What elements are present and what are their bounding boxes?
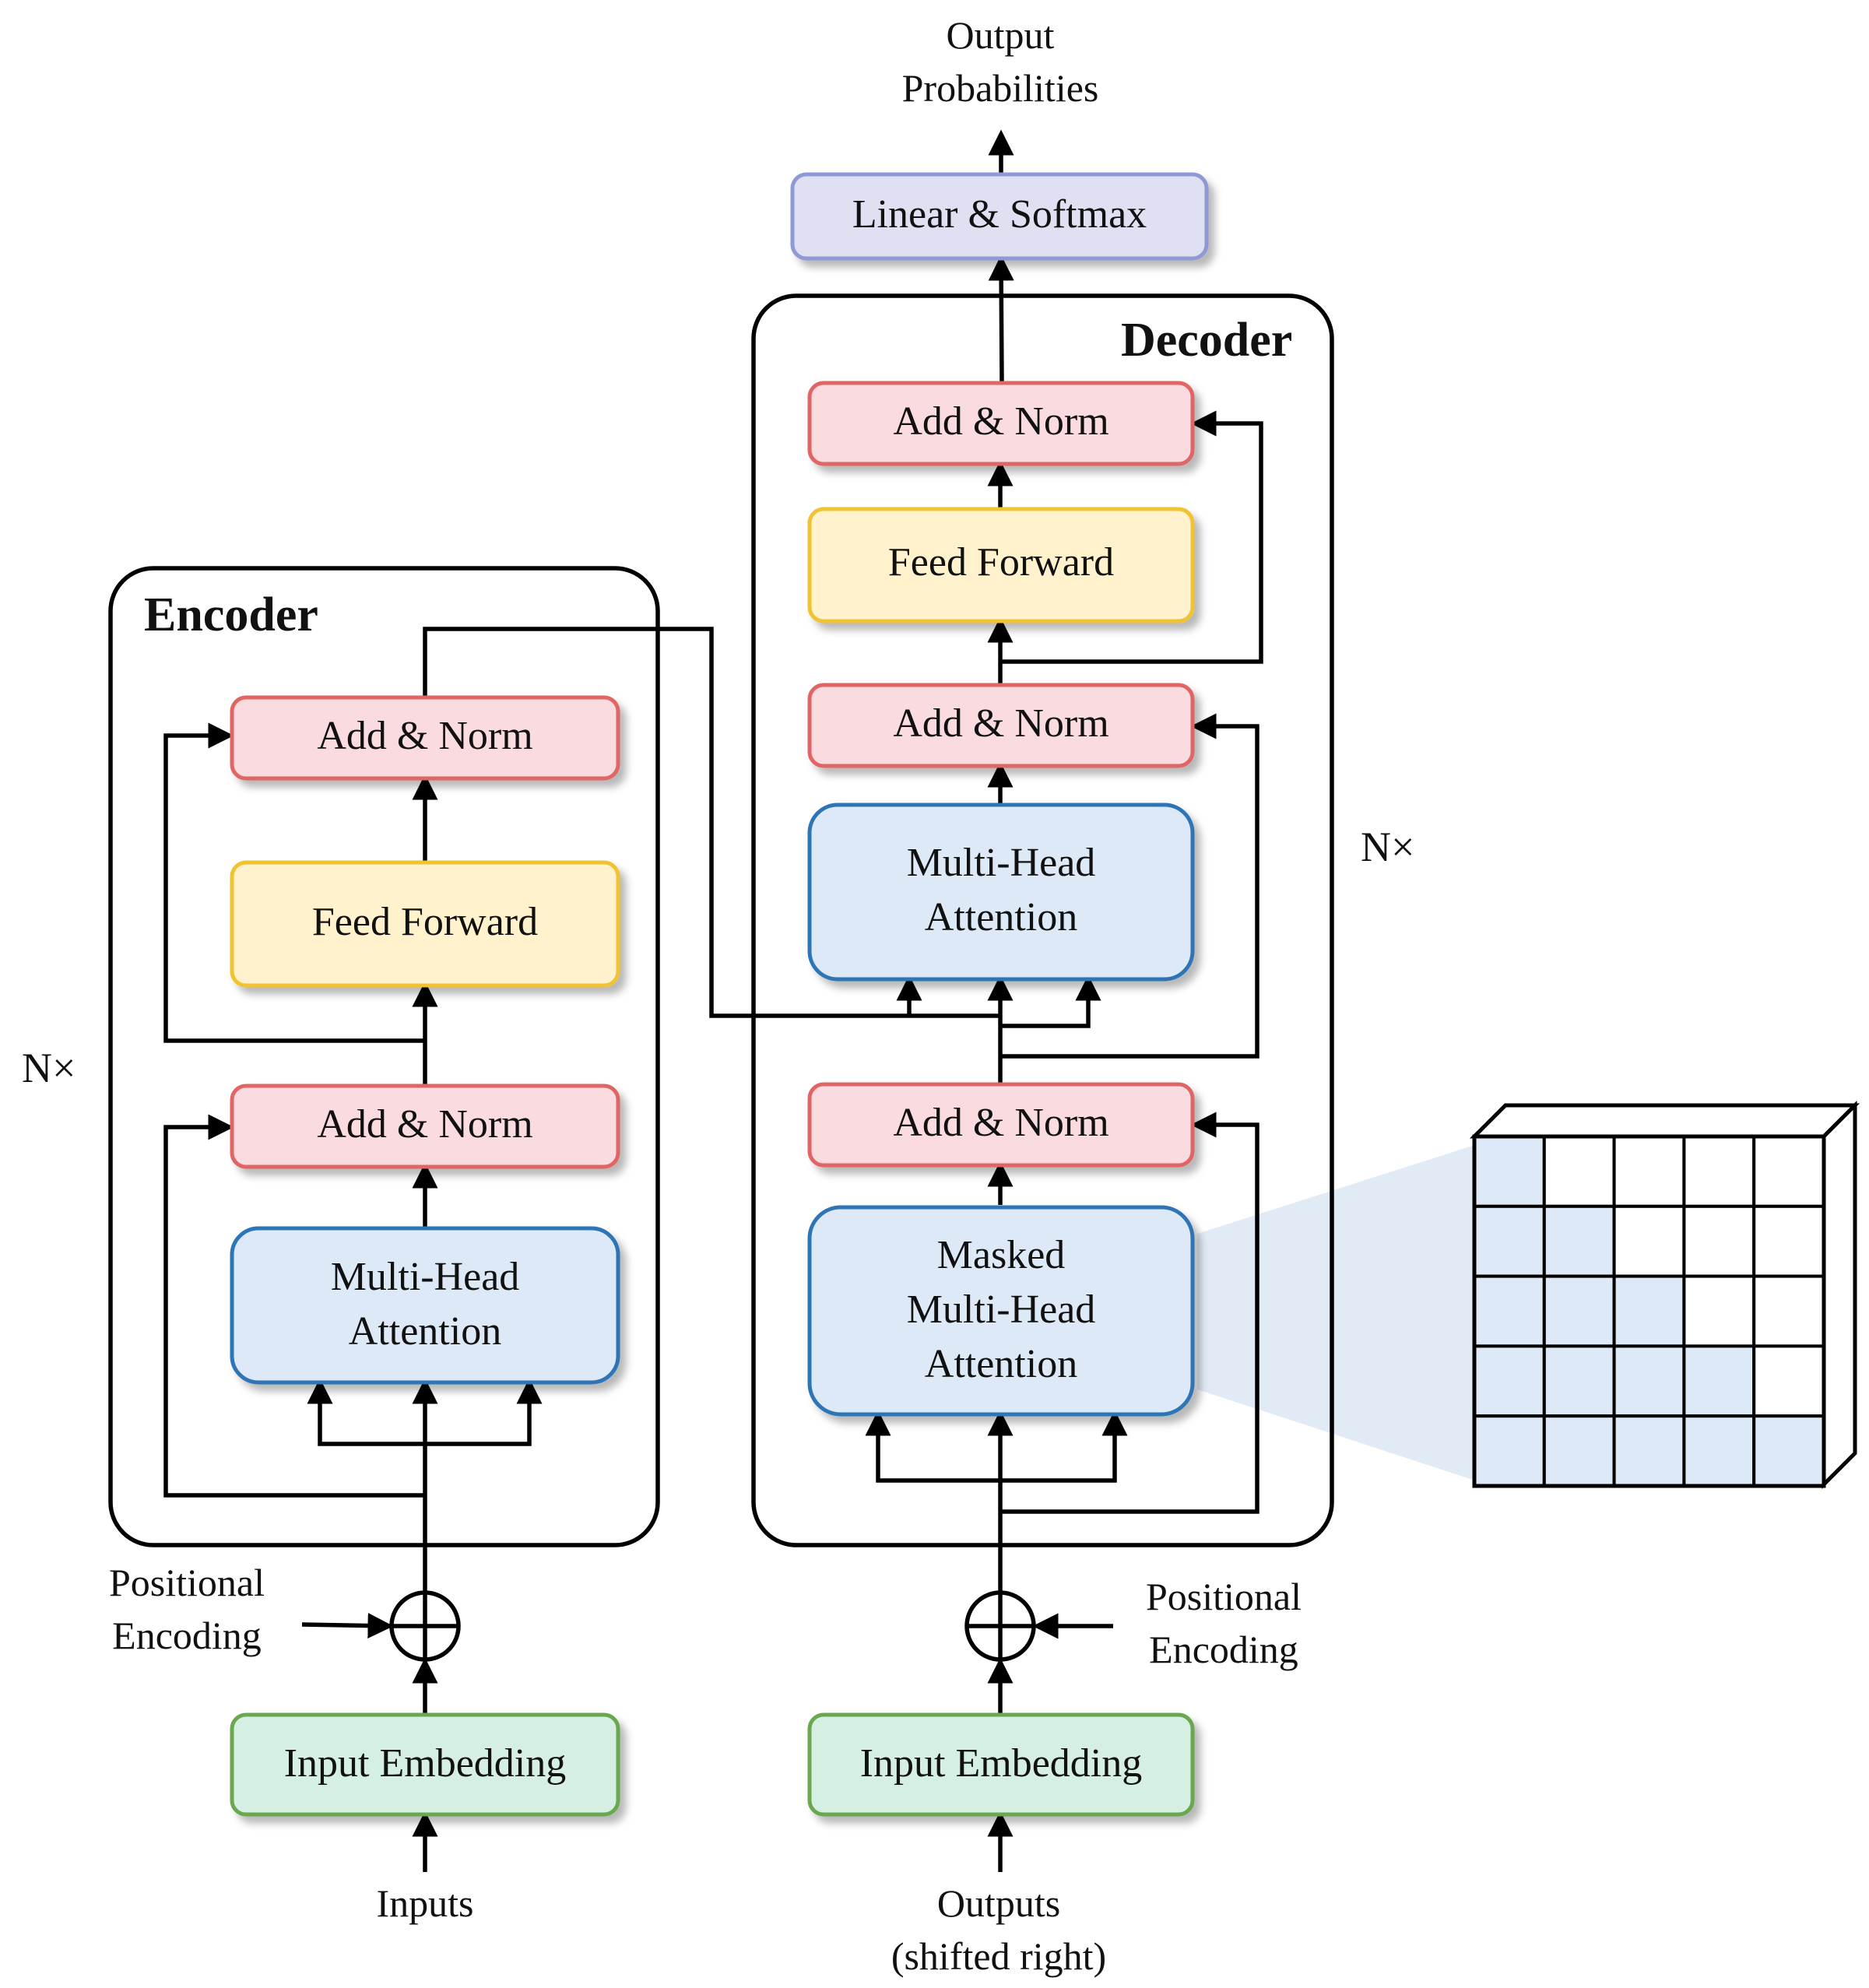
mask-cell-visible [1542, 1414, 1616, 1487]
mask-cell-visible [1542, 1274, 1616, 1348]
mask-cell-blocked [1682, 1204, 1756, 1278]
decoder-repeat-label: N× [1361, 824, 1414, 870]
output-probabilities-label-line2: Probabilities [902, 66, 1099, 110]
decoder-title: Decoder [1121, 314, 1292, 367]
svg-text:Add & Norm: Add & Norm [893, 701, 1108, 746]
mask-cell-visible [1612, 1274, 1686, 1348]
mask-cell-blocked [1542, 1135, 1616, 1208]
attention-mask-matrix [1469, 1100, 1860, 1490]
mask-cell-blocked [1752, 1135, 1825, 1208]
decoder-positional-adder [964, 1590, 1036, 1662]
decoder-connections [865, 129, 1263, 1872]
svg-text:Attention: Attention [349, 1309, 501, 1354]
mask-cell-blocked [1612, 1204, 1686, 1278]
decoder-positional-encoding-label-line2: Encoding [1149, 1628, 1298, 1671]
encoder-multi-head-attention: Multi-Head Attention [230, 1226, 620, 1385]
mask-cell-blocked [1682, 1135, 1756, 1208]
mask-cell-blocked [1752, 1274, 1825, 1348]
svg-text:Input Embedding: Input Embedding [284, 1741, 567, 1786]
decoder-add-norm-middle: Add & Norm [807, 683, 1195, 768]
svg-text:Multi-Head: Multi-Head [907, 1287, 1096, 1332]
mask-cell-blocked [1752, 1204, 1825, 1278]
encoder-connections [163, 627, 999, 1872]
mask-matrix-side-face [1822, 1100, 1857, 1490]
mask-cell-visible [1682, 1414, 1756, 1487]
mask-cell-visible [1542, 1344, 1616, 1418]
mask-cell-visible [1542, 1204, 1616, 1278]
mask-cell-visible [1473, 1274, 1546, 1348]
decoder-add-norm-bottom: Add & Norm [807, 1082, 1195, 1168]
encoder-frame [108, 566, 660, 1547]
decoder-outputs-label-line2: (shifted right) [891, 1934, 1106, 1978]
svg-text:Add & Norm: Add & Norm [893, 1101, 1108, 1145]
svg-text:Input Embedding: Input Embedding [860, 1741, 1143, 1786]
encoder-title: Encoder [144, 588, 318, 641]
svg-text:Feed Forward: Feed Forward [888, 540, 1114, 585]
svg-text:Multi-Head: Multi-Head [331, 1255, 520, 1299]
mask-cell-blocked [1752, 1344, 1825, 1418]
linear-softmax-block: Linear & Softmax [790, 172, 1209, 261]
mask-cell-visible [1682, 1344, 1756, 1418]
mask-cell-visible [1612, 1344, 1686, 1418]
decoder-positional-encoding-label-line1: Positional [1146, 1575, 1302, 1618]
output-probabilities-label-line1: Output [947, 13, 1055, 57]
svg-text:Attention: Attention [925, 1342, 1077, 1386]
mask-cell-visible [1473, 1204, 1546, 1278]
decoder-frame [751, 293, 1334, 1547]
decoder-outputs-label-line1: Outputs [937, 1881, 1060, 1925]
svg-text:Masked: Masked [937, 1233, 1066, 1277]
decoder-add-norm-top: Add & Norm [807, 381, 1195, 466]
mask-matrix-border [1472, 1134, 1826, 1488]
encoder-feed-forward: Feed Forward [230, 860, 620, 988]
svg-text:Add & Norm: Add & Norm [317, 714, 532, 758]
svg-text:Add & Norm: Add & Norm [893, 399, 1108, 444]
decoder-masked-attention: Masked Multi-Head Attention [807, 1205, 1195, 1417]
svg-text:Feed Forward: Feed Forward [312, 900, 538, 944]
mask-cell-visible [1752, 1414, 1825, 1487]
decoder-input-embedding: Input Embedding [807, 1712, 1195, 1817]
svg-text:Attention: Attention [925, 895, 1077, 940]
encoder-positional-encoding-label-line2: Encoding [112, 1614, 262, 1657]
mask-matrix-top-face [1469, 1103, 1860, 1139]
mask-cell-blocked [1682, 1274, 1756, 1348]
encoder-input-embedding: Input Embedding [230, 1712, 620, 1817]
encoder-inputs-label: Inputs [377, 1881, 474, 1925]
mask-cell-blocked [1612, 1135, 1686, 1208]
encoder-add-norm-bottom: Add & Norm [230, 1084, 620, 1169]
encoder-add-norm-top: Add & Norm [230, 695, 620, 781]
mask-cell-visible [1473, 1344, 1546, 1418]
svg-text:Linear & Softmax: Linear & Softmax [852, 192, 1147, 237]
mask-cell-visible [1473, 1135, 1546, 1208]
encoder-positional-encoding-label-line1: Positional [109, 1561, 265, 1604]
decoder-cross-attention: Multi-Head Attention [807, 803, 1195, 982]
mask-callout-projection [1197, 1143, 1482, 1483]
decoder-feed-forward: Feed Forward [807, 507, 1195, 623]
svg-text:Multi-Head: Multi-Head [907, 841, 1096, 885]
svg-text:Add & Norm: Add & Norm [317, 1102, 532, 1147]
mask-cell-visible [1473, 1414, 1546, 1487]
encoder-repeat-label: N× [22, 1045, 76, 1091]
mask-cell-visible [1612, 1414, 1686, 1487]
encoder-positional-adder [389, 1590, 461, 1662]
